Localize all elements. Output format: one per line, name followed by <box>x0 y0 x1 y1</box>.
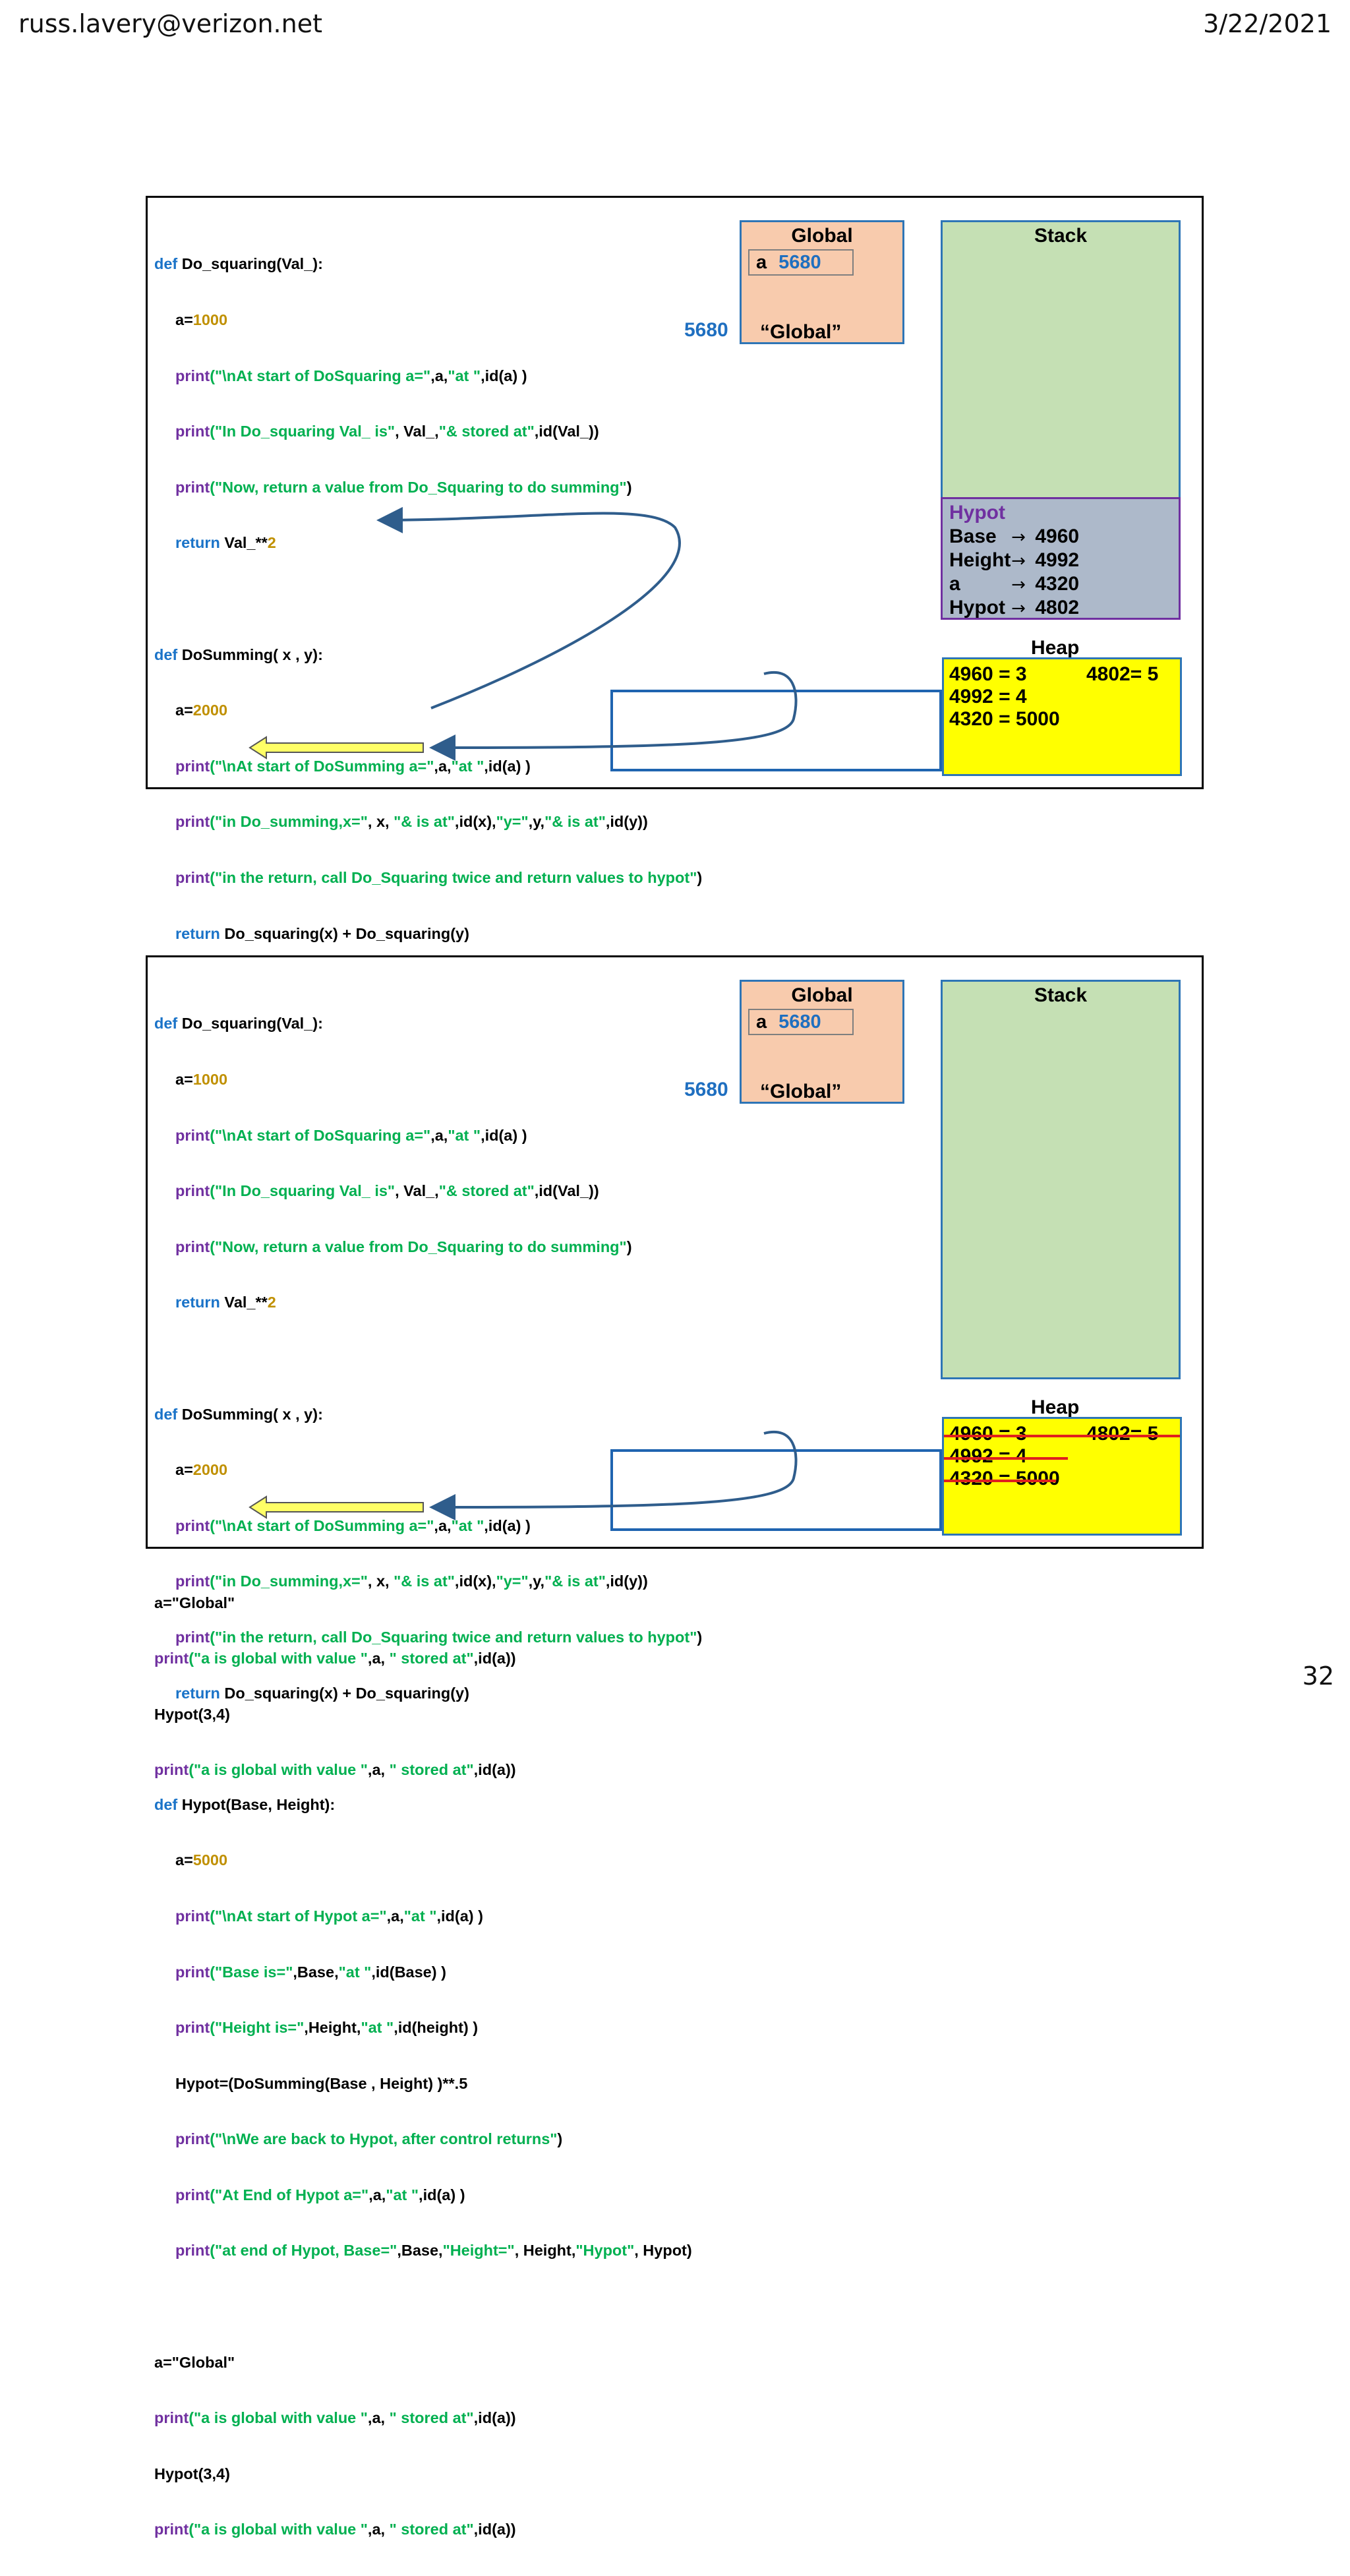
heap-strikethrough <box>944 1480 1056 1482</box>
global-title: Global <box>791 225 853 247</box>
heap-strikethrough <box>944 1435 1180 1437</box>
heap-row: 4320 = 5000 <box>949 708 1060 730</box>
control-flow-arrows <box>249 506 798 761</box>
return-arrow-from-hypot <box>429 671 798 761</box>
page-number: 32 <box>1302 1662 1334 1691</box>
hypot-stack-frame: Hypot Base→ 4960 Height→ 4992 a→ 4320 Hy… <box>941 497 1181 620</box>
global-object-value: “Global” <box>760 321 842 343</box>
heap-row: 4992 = 4 <box>949 1445 1027 1467</box>
stack-box: Stack <box>941 220 1181 500</box>
caller-return-box <box>610 690 942 771</box>
control-flow-arrows <box>249 1431 798 1520</box>
header-date: 3/22/2021 <box>1203 9 1332 38</box>
heap-hypot-result: 4802= 5 <box>1086 663 1159 685</box>
heap-row: 4960 = 3 <box>949 1423 1027 1445</box>
header-email: russ.lavery@verizon.net <box>18 9 322 38</box>
heap-title: Heap <box>1031 637 1080 659</box>
slide-1: def Do_squaring(Val_): a=1000 print("\nA… <box>146 196 1204 1778</box>
slide-2: def Do_squaring(Val_): a=1000 print("\nA… <box>146 955 1204 2538</box>
heap-box: 4960 = 3 4992 = 4 4320 = 5000 4802= 5 <box>942 1417 1182 1536</box>
call-pointer-arrow <box>423 741 432 748</box>
caller-return-box <box>610 1449 942 1531</box>
call-pointer-arrow <box>249 1495 424 1519</box>
global-object-address: 5680 <box>684 1079 728 1100</box>
hypot-frame-row: Height→ 4992 <box>949 549 1080 571</box>
global-object-address: 5680 <box>684 319 728 341</box>
heap-row: 4320 = 5000 <box>949 1468 1060 1489</box>
call-pointer-arrow <box>249 736 424 760</box>
heap-title: Heap <box>1031 1396 1080 1418</box>
stack-title: Stack <box>1034 225 1088 247</box>
heap-row: 4992 = 4 <box>949 686 1027 707</box>
heap-row: 4960 = 3 <box>949 663 1027 685</box>
stack-title: Stack <box>1034 984 1088 1006</box>
heap-box: 4960 = 3 4992 = 4 4320 = 5000 4802= 5 <box>942 657 1182 776</box>
call-arrow-to-hypot <box>376 506 681 709</box>
global-title: Global <box>791 984 853 1006</box>
stack-box: Stack <box>941 980 1181 1379</box>
heap-hypot-result: 4802= 5 <box>1086 1423 1159 1445</box>
return-arrow-from-hypot <box>429 1431 798 1520</box>
hypot-frame-row: Base→ 4960 <box>949 525 1080 547</box>
hypot-frame-row: Hypot→ 4802 <box>949 597 1080 618</box>
heap-strikethrough <box>944 1457 1068 1460</box>
hypot-frame-title: Hypot <box>949 502 1005 524</box>
global-object-value: “Global” <box>760 1081 842 1102</box>
hypot-frame-row: a→ 4320 <box>949 573 1080 595</box>
